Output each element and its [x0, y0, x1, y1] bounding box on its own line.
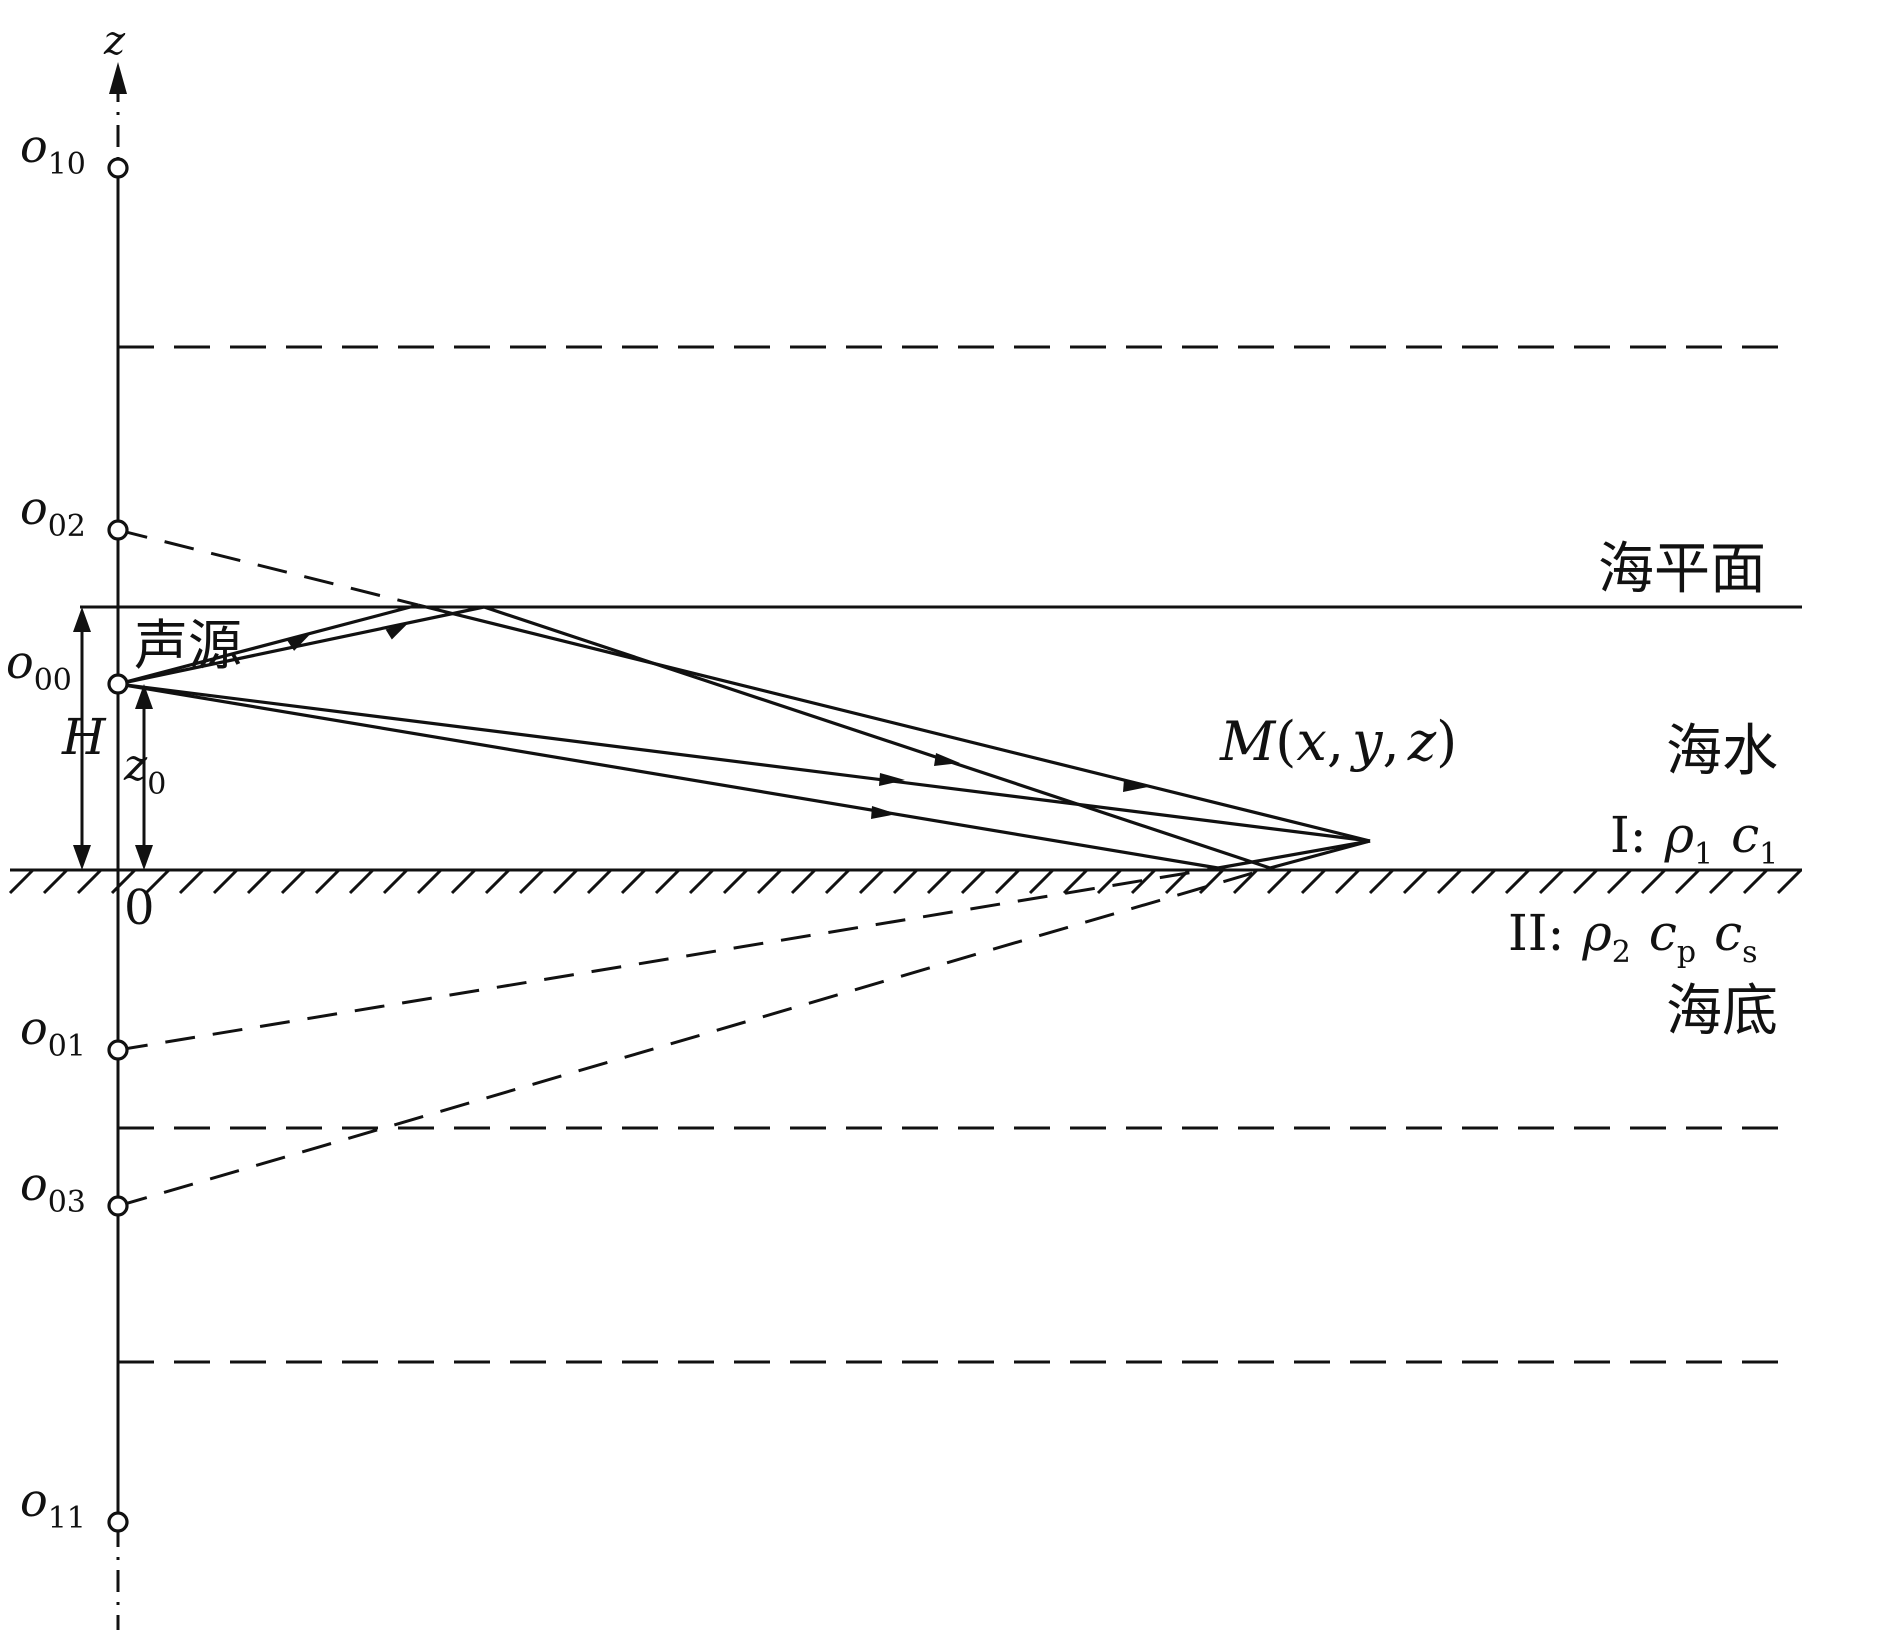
- label-o11: o11: [20, 1473, 86, 1536]
- image-point-o00: [107, 673, 129, 695]
- label-o00: o00: [6, 635, 72, 698]
- image-point-o01: [107, 1039, 129, 1061]
- label-o02: o02: [20, 481, 86, 544]
- ray-paths: [117, 603, 1371, 870]
- sea-water-label: 海水: [1666, 719, 1778, 784]
- depth-H-dimension: [73, 607, 91, 870]
- image-point-o02: [107, 519, 129, 541]
- label-o01: o01: [20, 1001, 86, 1064]
- source-label: 声源: [134, 614, 242, 677]
- label-o03: o03: [20, 1157, 86, 1220]
- image-point-o11: [107, 1511, 129, 1533]
- depth-H-label: H: [61, 708, 107, 766]
- label-o10: o10: [20, 119, 86, 182]
- z-axis: z: [103, 18, 127, 1630]
- sea-surface-label: 海平面: [1598, 537, 1766, 602]
- source-depth-z0-dimension: [135, 684, 153, 870]
- image-point-o03: [107, 1195, 129, 1217]
- image-ray-paths: [117, 528, 1271, 1208]
- image-point-o10: [107, 157, 129, 179]
- seabed-hatching: [8, 868, 1803, 895]
- z0-label: z0: [123, 740, 166, 802]
- receiver-label: M(x,y,z): [1219, 710, 1457, 773]
- origin-label: 0: [124, 880, 155, 936]
- z-axis-arrow-icon: [109, 62, 127, 94]
- seabed-label: 海底: [1666, 979, 1778, 1044]
- z-axis-label: z: [103, 18, 126, 64]
